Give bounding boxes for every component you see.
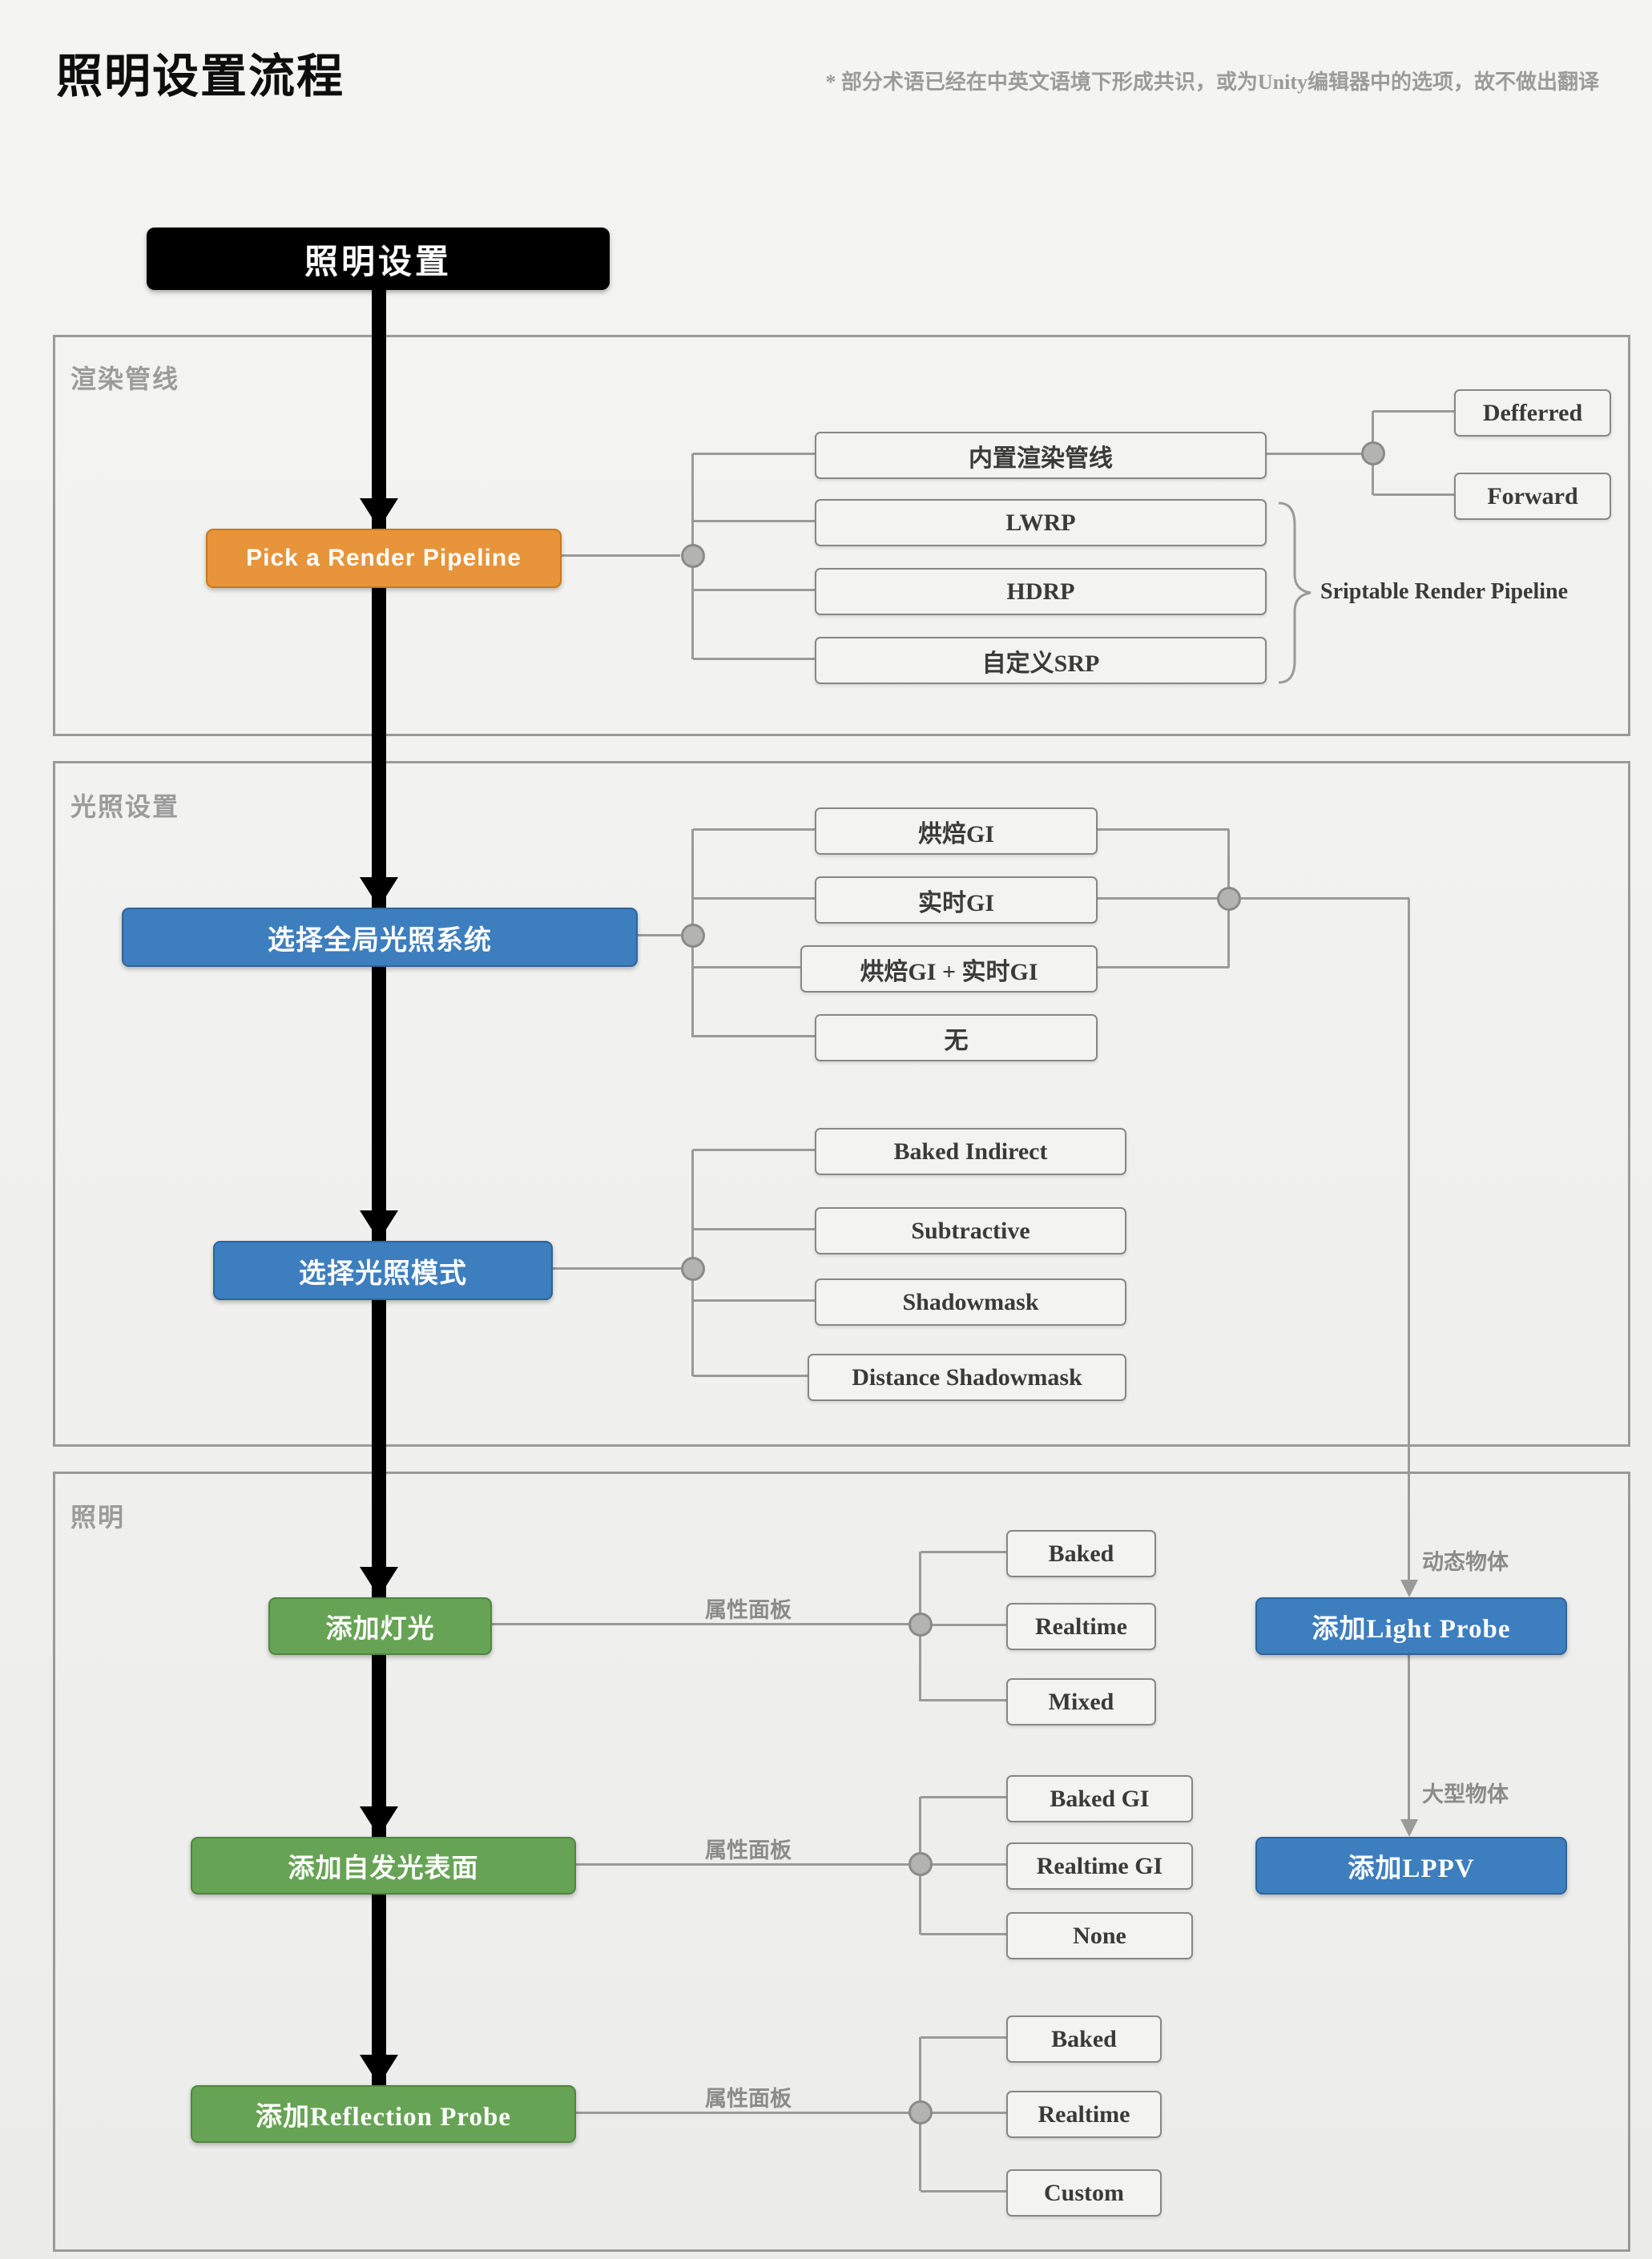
option-forward: Forward (1454, 473, 1611, 520)
arrow-down-icon (360, 1210, 398, 1241)
option-reflection-custom: Custom (1006, 2169, 1162, 2217)
node-pick-render-pipeline: Pick a Render Pipeline (206, 529, 562, 588)
connector-line (921, 2036, 1006, 2039)
connector-line (693, 828, 815, 831)
connector-node-dot (909, 2100, 933, 2124)
connector-line (693, 658, 815, 660)
connector-line (693, 520, 815, 522)
connector-line (1094, 828, 1229, 831)
section-lighting-settings-label: 光照设置 (71, 792, 180, 821)
section-render-pipeline (53, 335, 1630, 736)
page-title: 照明设置流程 (56, 50, 345, 103)
connector-line (921, 1551, 1006, 1553)
connector-line (1373, 410, 1454, 413)
connector-line (693, 453, 815, 455)
node-choose-gi-system: 选择全局光照系统 (122, 908, 638, 967)
connector-line (921, 2190, 1006, 2193)
option-light-baked: Baked (1006, 1530, 1156, 1577)
connector-line (693, 1149, 815, 1151)
arrow-down-icon (360, 2055, 398, 2085)
panel-label-lights: 属性面板 (705, 1598, 792, 1622)
option-emissive-none: None (1006, 1912, 1193, 1959)
panel-label-reflection: 属性面板 (705, 2087, 792, 2111)
node-add-emissive-surfaces: 添加自发光表面 (191, 1837, 576, 1895)
connector-node-dot (681, 924, 705, 948)
large-objects-label: 大型物体 (1422, 1782, 1509, 1806)
srp-bracket-label: Sriptable Render Pipeline (1320, 579, 1569, 604)
arrow-down-icon (360, 498, 398, 529)
connector-line (693, 1299, 815, 1302)
node-add-reflection-probe: 添加Reflection Probe (191, 2085, 576, 2143)
option-baked-gi: 烘焙GI (815, 807, 1098, 855)
connector-line (1241, 897, 1409, 900)
option-baked-indirect: Baked Indirect (815, 1128, 1126, 1175)
connector-line (693, 1228, 815, 1230)
connector-line (693, 966, 815, 968)
option-builtin-render-pipeline: 内置渲染管线 (815, 432, 1267, 479)
connector-line (1373, 493, 1454, 496)
connector-line (921, 1796, 1006, 1798)
option-reflection-realtime: Realtime (1006, 2091, 1162, 2138)
node-add-lights: 添加灯光 (268, 1597, 492, 1655)
connector-line (1263, 453, 1364, 455)
option-emissive-baked-gi: Baked GI (1006, 1775, 1193, 1822)
section-lighting-settings (53, 761, 1630, 1447)
node-add-light-probe: 添加Light Probe (1255, 1597, 1567, 1655)
connector-line (693, 897, 815, 900)
connector-node-dot (1217, 887, 1241, 911)
connector-line (573, 1863, 909, 1866)
root-node-lighting-setup: 照明设置 (147, 228, 610, 290)
connector-line-to-light-probe (1408, 898, 1410, 1580)
section-render-pipeline-label: 渲染管线 (71, 364, 180, 393)
arrow-down-small-icon (1400, 1819, 1418, 1837)
dynamic-objects-label: 动态物体 (1422, 1550, 1509, 1574)
arrow-down-icon (360, 1806, 398, 1837)
connector-line (1094, 897, 1229, 900)
option-light-realtime: Realtime (1006, 1603, 1156, 1650)
section-lighting-label: 照明 (71, 1503, 126, 1532)
option-emissive-realtime-gi: Realtime GI (1006, 1842, 1193, 1890)
connector-line (693, 1035, 815, 1037)
option-reflection-baked: Baked (1006, 2015, 1162, 2063)
connector-line (921, 1863, 1006, 1866)
connector-node-dot (681, 544, 705, 568)
arrow-down-icon (360, 1567, 398, 1597)
option-baked-plus-realtime-gi: 烘焙GI + 实时GI (800, 945, 1098, 993)
arrow-down-icon (360, 877, 398, 908)
connector-line (558, 554, 680, 557)
connector-line (635, 934, 681, 936)
option-hdrp: HDRP (815, 568, 1267, 615)
connector-line (921, 2112, 1006, 2114)
node-choose-lighting-mode: 选择光照模式 (213, 1241, 553, 1300)
translation-note: * 部分术语已经在中英文语境下形成共识，或为Unity编辑器中的选项，故不做出翻… (825, 70, 1599, 94)
arrow-down-small-icon (1400, 1580, 1418, 1597)
connector-line (693, 589, 815, 591)
connector-line (573, 2112, 909, 2114)
connector-line (693, 1375, 815, 1377)
option-realtime-gi: 实时GI (815, 876, 1098, 924)
connector-node-dot (909, 1852, 933, 1876)
connector-line (921, 1624, 1006, 1626)
option-custom-srp: 自定义SRP (815, 637, 1267, 684)
connector-node-dot (909, 1613, 933, 1637)
section-lighting (53, 1472, 1630, 2252)
option-light-mixed: Mixed (1006, 1678, 1156, 1725)
option-shadowmask: Shadowmask (815, 1278, 1126, 1326)
connector-line (1408, 1652, 1410, 1819)
option-lwrp: LWRP (815, 499, 1267, 546)
connector-line (921, 1933, 1006, 1935)
option-distance-shadowmask: Distance Shadowmask (808, 1354, 1126, 1401)
connector-line (550, 1267, 681, 1270)
option-none-gi: 无 (815, 1014, 1098, 1061)
option-subtractive: Subtractive (815, 1207, 1126, 1254)
option-deferred: Defferred (1454, 389, 1611, 437)
node-add-lppv: 添加LPPV (1255, 1837, 1567, 1895)
connector-node-dot (681, 1257, 705, 1281)
brace-icon (1278, 501, 1312, 684)
connector-line (489, 1623, 909, 1625)
connector-line (921, 1699, 1006, 1701)
panel-label-emissive: 属性面板 (705, 1838, 792, 1862)
connector-line (1094, 966, 1229, 968)
connector-node-dot (1361, 441, 1385, 465)
